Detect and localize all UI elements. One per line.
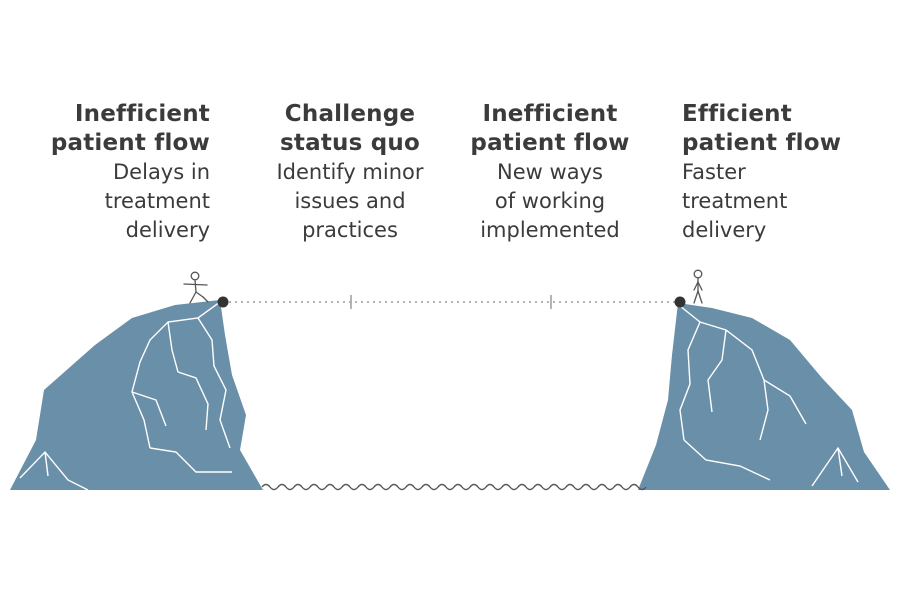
stage-1-desc-line2: treatment bbox=[104, 189, 210, 213]
stage-3-desc-line3: implemented bbox=[480, 218, 620, 242]
stage-1-title-line1: Inefficient bbox=[74, 101, 210, 127]
stage-4-desc-line1: Faster bbox=[682, 160, 746, 184]
stage-1-title-line2: patient flow bbox=[50, 130, 210, 156]
stage-3-desc-line1: New ways bbox=[497, 160, 603, 184]
stage-4-title-line2: patient flow bbox=[682, 130, 842, 156]
stage-4-desc-line3: delivery bbox=[682, 218, 767, 242]
stage-4-title-line1: Efficient bbox=[682, 101, 792, 127]
stage-2-text: Challenge status quo Identify minor issu… bbox=[250, 100, 450, 245]
stage-3-desc-line2: of working bbox=[494, 189, 606, 213]
stage-2-title-line1: Challenge bbox=[284, 101, 416, 127]
stage-2-desc-line1: Identify minor bbox=[276, 160, 424, 184]
stage-1-text: Inefficient patient flow Delays in treat… bbox=[10, 100, 210, 245]
stage-3-title-line2: patient flow bbox=[470, 130, 630, 156]
rope bbox=[217, 295, 686, 309]
standing-stick-figure bbox=[693, 269, 703, 304]
left-cliff-shape bbox=[10, 300, 263, 490]
left-rope-anchor bbox=[217, 296, 229, 308]
stage-4-desc-line2: treatment bbox=[682, 189, 788, 213]
water-waves bbox=[261, 483, 647, 491]
right-cliff bbox=[638, 303, 890, 490]
stage-3-title-line1: Inefficient bbox=[482, 101, 618, 127]
right-cliff-shape bbox=[638, 303, 890, 490]
stage-1-desc-line3: delivery bbox=[125, 218, 210, 242]
stage-2-title-line2: status quo bbox=[280, 130, 420, 156]
left-cliff-cracks bbox=[19, 301, 232, 491]
stage-3-text: Inefficient patient flow New ways of wor… bbox=[450, 100, 650, 245]
right-rope-anchor bbox=[674, 296, 686, 308]
stage-2-desc-line2: issues and bbox=[294, 189, 406, 213]
stage-4-text: Efficient patient flow Faster treatment … bbox=[682, 100, 882, 245]
stage-1-desc-line1: Delays in bbox=[113, 160, 210, 184]
stage-2-desc-line3: practices bbox=[302, 218, 398, 242]
left-cliff bbox=[10, 300, 263, 491]
walking-stick-figure bbox=[183, 271, 209, 304]
right-cliff-cracks bbox=[679, 305, 859, 487]
